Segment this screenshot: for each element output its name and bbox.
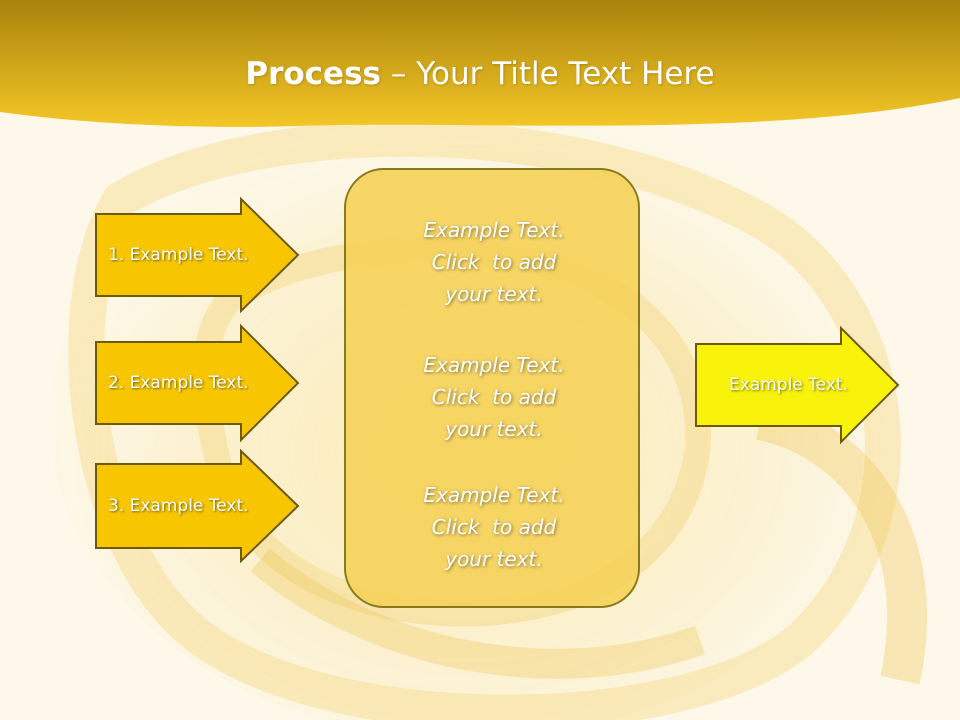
result-arrow: Example Text. bbox=[695, 325, 900, 445]
center-content-box: Example Text. Click to add your text. Ex… bbox=[344, 168, 640, 608]
center-paragraph-1: Example Text. Click to add your text. bbox=[346, 214, 642, 310]
step-label: 1. Example Text. bbox=[108, 245, 249, 265]
paragraph-line: Example Text. bbox=[423, 483, 565, 507]
paragraph-line: your text. bbox=[445, 417, 543, 441]
step-arrow-3: 3. Example Text. bbox=[95, 448, 300, 564]
center-paragraph-3: Example Text. Click to add your text. bbox=[346, 479, 642, 575]
arrow-shape bbox=[95, 448, 300, 564]
center-paragraph-2: Example Text. Click to add your text. bbox=[346, 349, 642, 445]
paragraph-line: Click to add bbox=[431, 385, 557, 409]
slide-title: Process – Your Title Text Here bbox=[0, 52, 960, 96]
arrow-shape bbox=[695, 325, 900, 445]
arrow-shape bbox=[95, 196, 300, 314]
paragraph-line: Example Text. bbox=[423, 218, 565, 242]
paragraph-line: Example Text. bbox=[423, 353, 565, 377]
step-label: 3. Example Text. bbox=[108, 496, 249, 516]
paragraph-line: Click to add bbox=[431, 515, 557, 539]
step-arrow-1: 1. Example Text. bbox=[95, 196, 300, 314]
result-label: Example Text. bbox=[729, 375, 848, 395]
header-band bbox=[0, 0, 960, 127]
step-label: 2. Example Text. bbox=[108, 373, 249, 393]
paragraph-line: your text. bbox=[445, 282, 543, 306]
paragraph-line: Click to add bbox=[431, 250, 557, 274]
title-rest: – Your Title Text Here bbox=[381, 56, 715, 92]
paragraph-line: your text. bbox=[445, 547, 543, 571]
step-arrow-2: 2. Example Text. bbox=[95, 323, 300, 443]
title-bold: Process bbox=[245, 56, 381, 92]
arrow-shape bbox=[95, 323, 300, 443]
